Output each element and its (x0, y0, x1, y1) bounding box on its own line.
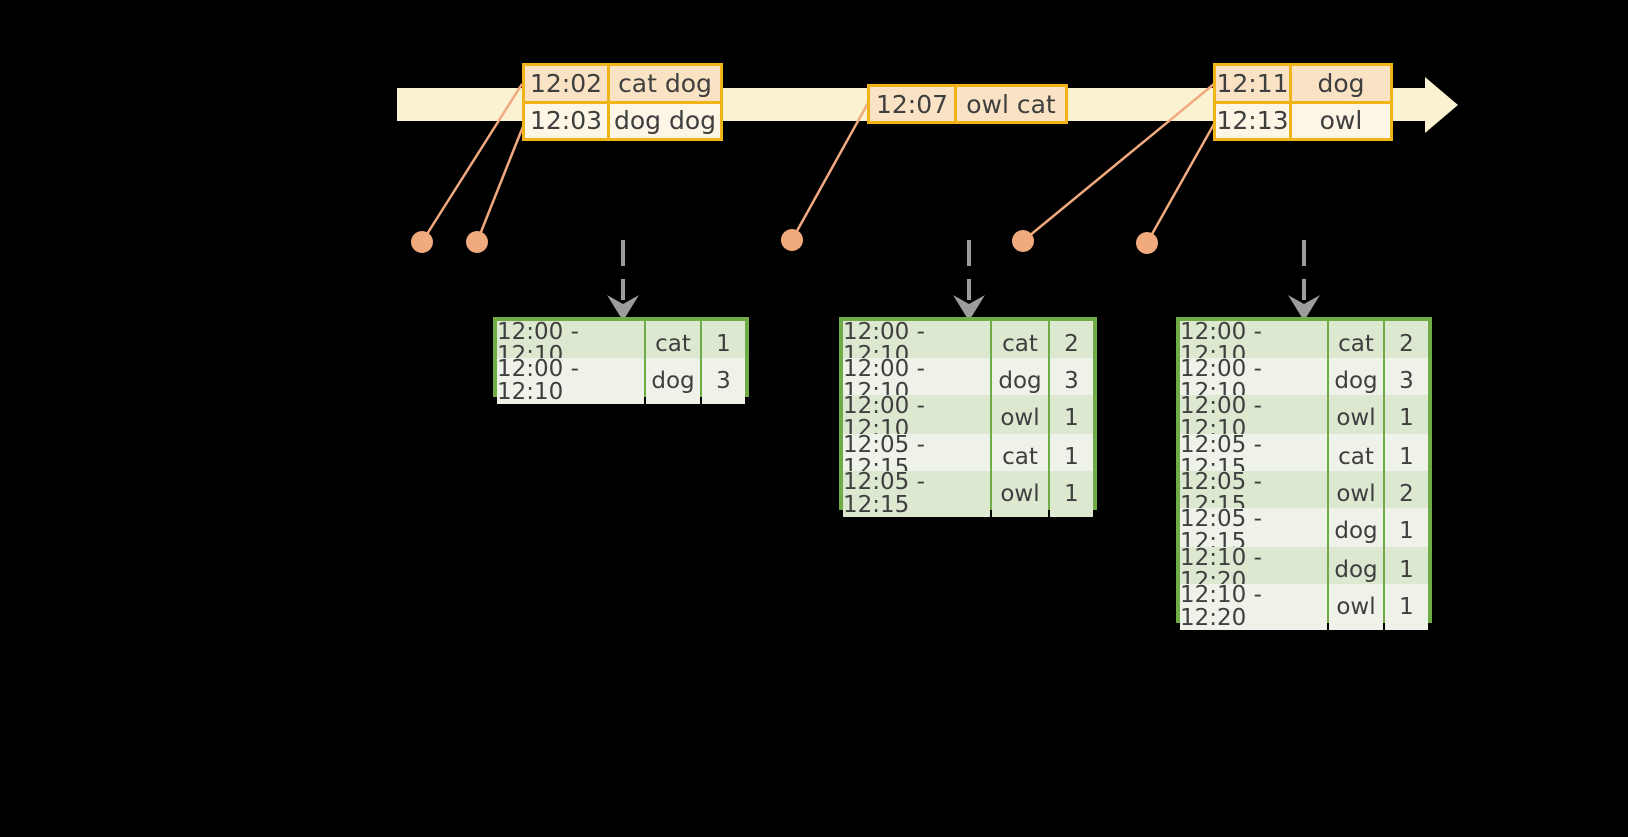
event-connector-line (1145, 123, 1216, 244)
event-dot (466, 231, 488, 253)
window-cell: 12:05 - 12:15 (843, 471, 990, 517)
count-cell: 1 (1385, 395, 1428, 441)
window-cell: 12:10 - 12:20 (1180, 584, 1327, 630)
result-row: 12:05 - 12:15 cat 1 (843, 434, 1093, 480)
count-cell: 3 (702, 358, 745, 404)
timeline-arrowhead-icon (1425, 77, 1458, 133)
event-words-cell: dog dog (610, 103, 720, 138)
window-group: 12:10 - 12:20 dog 1 12:10 - 12:20 owl 1 (1180, 547, 1428, 630)
event-words-cell: owl (1292, 103, 1390, 138)
result-row: 12:00 - 12:10 cat 2 (1180, 321, 1428, 367)
result-row: 12:00 - 12:10 owl 1 (1180, 395, 1428, 441)
word-cell: owl (992, 395, 1048, 441)
word-cell: owl (992, 471, 1048, 517)
word-cell: dog (646, 358, 700, 404)
window-cell: 12:00 - 12:10 (1180, 395, 1327, 441)
window-group: 12:00 - 12:10 cat 2 12:00 - 12:10 dog 3 … (843, 321, 1093, 441)
window-group: 12:05 - 12:15 cat 1 12:05 - 12:15 owl 2 … (1180, 434, 1428, 554)
count-cell: 1 (1050, 395, 1093, 441)
count-cell: 1 (1050, 471, 1093, 517)
result-row: 12:05 - 12:15 cat 1 (1180, 434, 1428, 480)
event-dot (1136, 232, 1158, 254)
event-words-cell: cat dog (610, 66, 720, 101)
window-cell: 12:00 - 12:10 (497, 358, 644, 404)
word-cell: owl (1329, 395, 1383, 441)
event-table-1207: 12:07 owl cat (867, 84, 1068, 124)
word-cell: owl (1329, 584, 1383, 630)
event-time-cell: 12:13 (1216, 103, 1289, 138)
result-row: 12:00 - 12:10 cat 1 (497, 321, 745, 367)
result-row: 12:10 - 12:20 owl 1 (1180, 584, 1428, 630)
event-words-cell: dog (1292, 66, 1390, 101)
window-group: 12:05 - 12:15 cat 1 12:05 - 12:15 owl 1 (843, 434, 1093, 517)
result-row: 12:00 - 12:10 owl 1 (843, 395, 1093, 441)
trigger-arrows (621, 240, 1306, 300)
event-dot (1012, 230, 1034, 252)
event-dot (781, 229, 803, 251)
event-dots (411, 229, 1158, 254)
event-connector-line (790, 102, 870, 241)
count-cell: 1 (1385, 508, 1428, 554)
result-row: 12:00 - 12:10 dog 3 (843, 358, 1093, 404)
window-group: 12:00 - 12:10 cat 2 12:00 - 12:10 dog 3 … (1180, 321, 1428, 441)
event-words-cell: owl cat (957, 87, 1065, 121)
result-row: 12:00 - 12:10 cat 2 (843, 321, 1093, 367)
result-table-2: 12:00 - 12:10 cat 2 12:00 - 12:10 dog 3 … (839, 317, 1097, 517)
result-row: 12:05 - 12:15 owl 1 (843, 471, 1093, 517)
window-group: 12:00 - 12:10 cat 1 12:00 - 12:10 dog 3 (497, 321, 745, 404)
event-table-1202: 12:02 cat dog 12:03 dog dog (522, 63, 723, 141)
result-table-1: 12:00 - 12:10 cat 1 12:00 - 12:10 dog 3 (493, 317, 749, 404)
result-row: 12:05 - 12:15 dog 1 (1180, 508, 1428, 554)
result-row: 12:00 - 12:10 dog 3 (497, 358, 745, 404)
event-connector-line (475, 123, 526, 243)
result-row: 12:10 - 12:20 dog 1 (1180, 547, 1428, 593)
result-row: 12:05 - 12:15 owl 2 (1180, 471, 1428, 517)
result-row: 12:00 - 12:10 dog 3 (1180, 358, 1428, 404)
event-time-cell: 12:03 (525, 103, 607, 138)
event-time-cell: 12:11 (1216, 66, 1289, 101)
event-time-cell: 12:07 (870, 87, 954, 121)
event-time-cell: 12:02 (525, 66, 607, 101)
event-dot (411, 231, 433, 253)
event-table-1211: 12:11 dog 12:13 owl (1213, 63, 1393, 141)
result-table-3: 12:00 - 12:10 cat 2 12:00 - 12:10 dog 3 … (1176, 317, 1432, 630)
count-cell: 1 (1385, 584, 1428, 630)
word-cell: dog (1329, 508, 1383, 554)
